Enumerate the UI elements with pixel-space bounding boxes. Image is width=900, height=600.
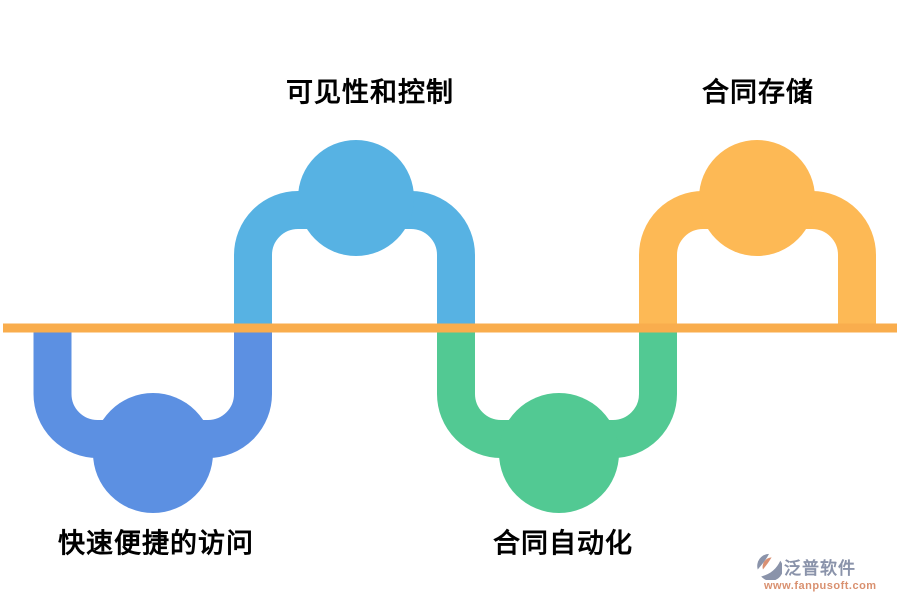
brand-logo-icon: [757, 553, 782, 580]
brand-url: www.fanpusoft.com: [764, 580, 877, 592]
node-circle-storage: [699, 140, 815, 256]
node-label-automation: 合同自动化: [493, 528, 633, 559]
node-label-storage: 合同存储: [702, 77, 814, 108]
node-circle-automation: [499, 393, 619, 513]
watermark: 泛普软件 www.fanpusoft.com: [756, 552, 888, 592]
node-label-visibility: 可见性和控制: [286, 77, 454, 108]
node-circle-visibility: [298, 140, 414, 256]
baseline: [3, 323, 897, 333]
node-circle-access: [93, 393, 213, 513]
node-label-access: 快速便捷的访问: [58, 528, 254, 559]
brand-name: 泛普软件: [784, 558, 856, 578]
